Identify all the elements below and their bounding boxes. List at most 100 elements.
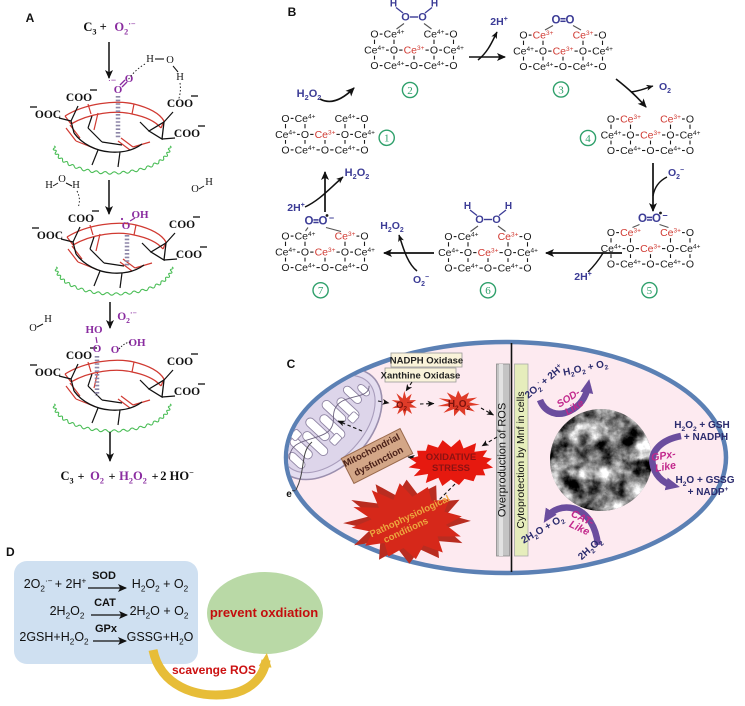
svg-text:O: O bbox=[626, 129, 634, 141]
svg-text:O: O bbox=[519, 30, 527, 42]
svg-text:Ce4+: Ce4+ bbox=[275, 129, 296, 141]
svg-text:prevent oxdiation: prevent oxdiation bbox=[210, 605, 318, 620]
svg-text:H2O2: H2O2 bbox=[297, 88, 322, 102]
svg-text:COO: COO bbox=[167, 98, 193, 110]
svg-text:scavenge ROS: scavenge ROS bbox=[172, 663, 256, 677]
svg-text:Ce3+: Ce3+ bbox=[315, 129, 336, 141]
svg-text:H2O2: H2O2 bbox=[345, 167, 370, 181]
svg-text:O: O bbox=[341, 129, 349, 141]
svg-text:Ce3+: Ce3+ bbox=[620, 113, 641, 125]
svg-text:O: O bbox=[523, 231, 531, 243]
svg-text:7: 7 bbox=[318, 285, 324, 297]
svg-text:Ce4+: Ce4+ bbox=[295, 262, 316, 274]
svg-text:O: O bbox=[523, 263, 531, 275]
svg-text:COO: COO bbox=[169, 219, 195, 231]
svg-text:STRESS: STRESS bbox=[432, 463, 470, 474]
svg-text:O: O bbox=[519, 61, 527, 73]
svg-text:Ce4+: Ce4+ bbox=[424, 60, 445, 72]
svg-text:Ce4+: Ce4+ bbox=[295, 231, 316, 243]
svg-text:2O2·− + 2H+: 2O2·− + 2H+ bbox=[24, 576, 87, 593]
svg-text:H: H bbox=[146, 54, 154, 65]
svg-text:Ce4+: Ce4+ bbox=[275, 247, 296, 259]
svg-text:+: + bbox=[109, 469, 116, 483]
svg-text:Ce4+: Ce4+ bbox=[517, 247, 538, 259]
svg-text:O: O bbox=[281, 231, 289, 243]
svg-text:COO: COO bbox=[66, 350, 92, 362]
svg-text:2H+: 2H+ bbox=[287, 202, 304, 214]
svg-text:H2O2 + GSH: H2O2 + GSH bbox=[674, 420, 729, 433]
svg-text:H: H bbox=[44, 314, 52, 325]
svg-text:O: O bbox=[341, 247, 349, 259]
svg-text:O: O bbox=[566, 15, 575, 27]
svg-text:O: O bbox=[430, 45, 438, 57]
svg-text:O: O bbox=[484, 263, 492, 275]
svg-text:+ NADP+: + NADP+ bbox=[688, 486, 729, 498]
svg-text:2 HO−: 2 HO− bbox=[160, 468, 194, 483]
svg-text:−: − bbox=[662, 211, 667, 221]
svg-text:O: O bbox=[492, 214, 501, 226]
svg-text:O2·−: O2·− bbox=[117, 309, 137, 326]
svg-text:H2O2 + O2: H2O2 + O2 bbox=[562, 358, 609, 380]
svg-text:COO: COO bbox=[174, 386, 200, 398]
svg-text:−: − bbox=[329, 213, 334, 223]
svg-text:COO: COO bbox=[68, 213, 94, 225]
svg-text:2H2O2: 2H2O2 bbox=[50, 604, 85, 621]
svg-text:5: 5 bbox=[647, 285, 653, 297]
svg-text:2H2O + O2: 2H2O + O2 bbox=[130, 604, 189, 621]
svg-text:Ce3+: Ce3+ bbox=[640, 129, 661, 141]
svg-text:O: O bbox=[418, 12, 427, 24]
svg-text:O: O bbox=[360, 262, 368, 274]
svg-text:O2−: O2− bbox=[668, 167, 684, 181]
svg-text:Ce3+: Ce3+ bbox=[498, 231, 519, 243]
svg-text:O: O bbox=[58, 174, 66, 185]
svg-text:Ce4+: Ce4+ bbox=[424, 29, 445, 41]
svg-text:O: O bbox=[539, 46, 547, 58]
svg-text:·−: ·− bbox=[108, 75, 116, 85]
svg-text:O: O bbox=[607, 113, 615, 125]
svg-text:O: O bbox=[281, 144, 289, 156]
svg-text:Ce4+: Ce4+ bbox=[335, 262, 356, 274]
svg-text:Overproduction of ROS: Overproduction of ROS bbox=[497, 403, 509, 517]
svg-text:Ce3+: Ce3+ bbox=[660, 227, 681, 239]
svg-text:O: O bbox=[504, 247, 512, 259]
svg-text:Ce4+: Ce4+ bbox=[364, 45, 385, 57]
svg-text:Ce4+: Ce4+ bbox=[384, 60, 405, 72]
svg-text:4: 4 bbox=[585, 133, 591, 145]
svg-text:SOD: SOD bbox=[92, 570, 116, 582]
svg-text:O: O bbox=[321, 144, 329, 156]
svg-text:O: O bbox=[666, 129, 674, 141]
svg-text:Ce4+: Ce4+ bbox=[660, 259, 681, 271]
svg-text:GSSG+H2O: GSSG+H2O bbox=[127, 630, 194, 647]
svg-text:Xanthine Oxidase: Xanthine Oxidase bbox=[381, 371, 461, 382]
svg-text:Ce4+: Ce4+ bbox=[354, 129, 375, 141]
svg-text:Cytoprotection by Mnf in cell: Cytoprotection by Mnf in cells bbox=[515, 391, 527, 528]
svg-text:Ce3+: Ce3+ bbox=[478, 247, 499, 259]
svg-text:Ce4+: Ce4+ bbox=[533, 61, 554, 73]
svg-text:Ce4+: Ce4+ bbox=[513, 46, 534, 58]
svg-text:O: O bbox=[360, 144, 368, 156]
svg-text:O: O bbox=[305, 216, 314, 228]
svg-text:Ce4+: Ce4+ bbox=[498, 263, 519, 275]
svg-text:O: O bbox=[370, 60, 378, 72]
svg-text:H2O2 + O2: H2O2 + O2 bbox=[132, 577, 189, 594]
svg-text:O: O bbox=[646, 259, 654, 271]
svg-text:1: 1 bbox=[384, 133, 390, 145]
svg-text:H: H bbox=[45, 180, 53, 191]
svg-text:O: O bbox=[370, 29, 378, 41]
svg-text:e−: e− bbox=[286, 488, 296, 500]
svg-text:O: O bbox=[607, 259, 615, 271]
svg-text:Ce4+: Ce4+ bbox=[660, 145, 681, 157]
svg-text:2H+: 2H+ bbox=[574, 271, 591, 283]
svg-text:2: 2 bbox=[407, 85, 413, 97]
svg-text:H: H bbox=[205, 177, 213, 188]
svg-text:Ce4+: Ce4+ bbox=[601, 129, 622, 141]
svg-text:H2O + GSSG: H2O + GSSG bbox=[676, 475, 735, 488]
svg-text:O: O bbox=[686, 227, 694, 239]
svg-text:O: O bbox=[390, 45, 398, 57]
svg-text:D: D bbox=[6, 545, 15, 559]
svg-text:O: O bbox=[111, 344, 120, 356]
svg-text:Ce4+: Ce4+ bbox=[592, 46, 613, 58]
svg-text:Ce4+: Ce4+ bbox=[620, 145, 641, 157]
svg-text:OH: OH bbox=[131, 209, 149, 221]
svg-text:O2·−: O2·− bbox=[396, 399, 413, 412]
